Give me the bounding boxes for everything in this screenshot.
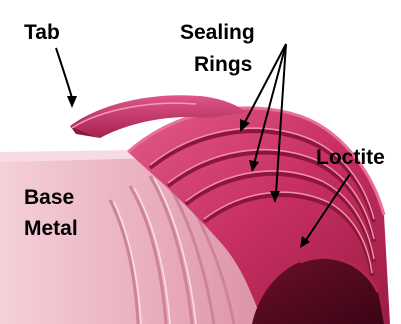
tab-arrow [56,48,77,108]
base-label: Base [24,186,74,210]
loctite-label: Loctite [316,146,385,170]
metal-label: Metal [24,217,78,241]
rings-label: Rings [194,53,252,77]
sealing-label: Sealing [180,21,255,45]
tab-label: Tab [24,21,60,45]
